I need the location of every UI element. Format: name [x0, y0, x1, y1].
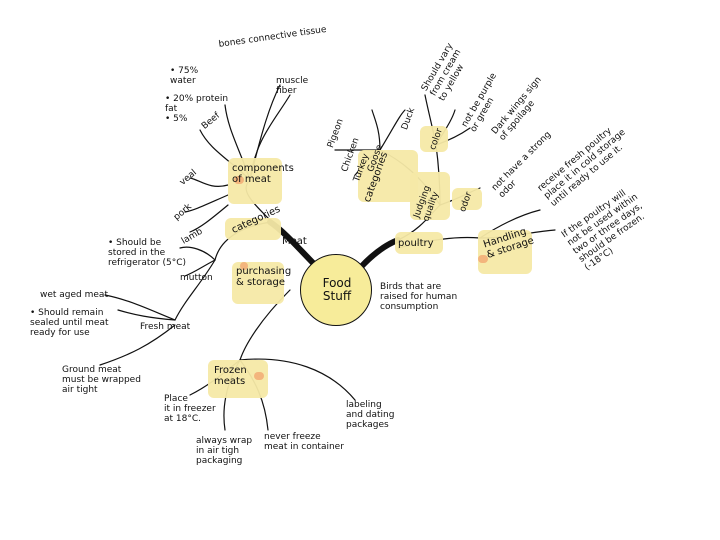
highlight-categories-poultry	[358, 150, 418, 202]
highlight-categories-meat	[225, 218, 281, 240]
center-text: Food Stuff	[315, 277, 359, 303]
poultry-label: poultry	[398, 238, 434, 249]
remain-sealed-note: • Should remain sealed until meat ready …	[30, 308, 109, 338]
orange-mark-4	[478, 255, 488, 263]
highlight-odor	[452, 188, 482, 210]
labeling-note: labeling and dating packages	[346, 400, 395, 430]
water-note: • 75% water	[170, 66, 199, 86]
highlight-color	[420, 126, 448, 152]
highlight-judging	[410, 172, 450, 220]
place-freezer-note: Place it in freezer at 18°C.	[164, 394, 216, 424]
branch-poultry-thick	[357, 237, 401, 271]
stored-note: • Should be stored in the refrigerator (…	[108, 238, 187, 268]
purchasing-label: purchasing & storage	[236, 266, 292, 288]
orange-mark-1	[234, 176, 244, 184]
frozen-meats-label: Frozen meats	[214, 365, 247, 387]
highlight-poultry	[395, 232, 443, 254]
fresh-meat-label: Fresh meat	[140, 322, 191, 332]
center-line1: Food	[322, 276, 352, 290]
fat5-note: • 5%	[165, 114, 188, 124]
center-line2: Stuff	[322, 289, 352, 303]
meat-label: Meat	[282, 236, 307, 247]
ground-meat-note: Ground meat must be wrapped air tight	[62, 365, 141, 395]
protein-note: • 20% protein fat	[165, 94, 229, 114]
mutton-label: mutton	[180, 273, 213, 283]
muscle-note: muscle fiber	[276, 76, 309, 96]
birds-note: Birds that are raised for human consumpt…	[380, 282, 458, 312]
never-freeze-note: never freeze meat in container	[264, 432, 344, 452]
orange-mark-2	[240, 262, 248, 270]
wet-aged-label: wet aged meat	[40, 290, 108, 300]
center-node: Food Stuff	[300, 254, 372, 326]
orange-mark-3	[254, 372, 264, 380]
components-of-meat-label: components of meat	[232, 163, 294, 185]
highlight-handling	[478, 230, 532, 274]
always-wrap-note: always wrap in air tigh packaging	[196, 436, 253, 466]
